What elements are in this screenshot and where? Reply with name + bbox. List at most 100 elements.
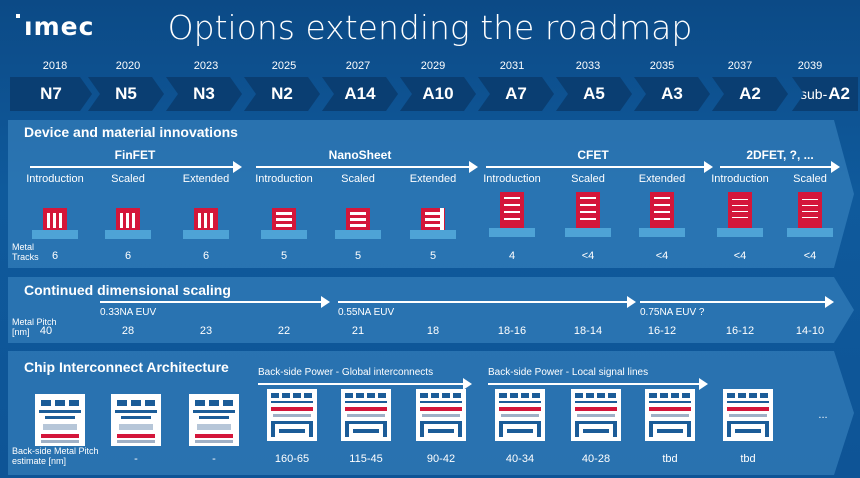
device-structure-svg: [565, 192, 611, 237]
interconnect-stack-svg: [341, 389, 391, 441]
device-group-label: FinFET: [114, 148, 156, 162]
metal-pitch-value: 18-14: [573, 325, 603, 337]
device-group-label: 2DFET, ?, ...: [746, 148, 814, 162]
year-label: 2025: [271, 60, 297, 72]
metal-pitch-value: 40: [39, 325, 53, 337]
bs-pitch-value: 90-42: [426, 453, 456, 465]
metal-track-value: 6: [51, 250, 59, 262]
device-structure-svg: [261, 208, 307, 239]
bs-pitch-value: 115-45: [349, 453, 383, 465]
node-label: N3: [193, 84, 215, 103]
device-structure-svg: [787, 192, 833, 237]
device-structure-svg: [410, 208, 456, 239]
interconnect-stack-icon: [35, 394, 85, 446]
metal-pitch-value: 21: [351, 325, 365, 337]
device-structure-svg: [105, 208, 151, 239]
interconnect-stack-svg: [267, 389, 317, 441]
interconnect-stack-icon: [723, 389, 773, 441]
page-title: Options extending the roadmap: [167, 8, 693, 47]
euv-arrow: [338, 296, 636, 308]
device-structure-icon: [333, 200, 383, 240]
metal-track-value: <4: [581, 250, 595, 262]
interconnect-panel-content: Chip Interconnect Architecture Back-side…: [8, 351, 854, 475]
interconnect-stack-svg: [111, 394, 161, 446]
device-group-label: CFET: [577, 148, 609, 162]
metal-track-value: <4: [733, 250, 747, 262]
device-structure-icon: [259, 200, 309, 240]
interconnect-stack-svg: [495, 389, 545, 441]
year-label: 2039: [797, 60, 823, 72]
interconnect-stack-svg: [416, 389, 466, 441]
interconnect-stack-icon: [189, 394, 239, 446]
node-N3: N3: [166, 77, 242, 111]
phase-label: Introduction: [26, 173, 84, 185]
node-label: A3: [661, 84, 683, 103]
year-label: 2029: [420, 60, 446, 72]
interconnect-stack-icon: [571, 389, 621, 441]
metal-track-value: <4: [655, 250, 669, 262]
device-structure-svg: [183, 208, 229, 239]
metal-track-value: 5: [429, 250, 437, 262]
device-structure-icon: [637, 190, 687, 237]
node-label: A14: [344, 84, 376, 103]
metal-track-value: 5: [354, 250, 362, 262]
group-arrow: [256, 161, 478, 173]
year-label: 2031: [499, 60, 525, 72]
phase-label: Extended: [409, 173, 457, 185]
node-A10: A10: [400, 77, 476, 111]
year-label: 2018: [42, 60, 68, 72]
bs-pitch-value: tbd: [740, 453, 756, 465]
bsp-label: Back-side Power - Global interconnects: [258, 367, 434, 378]
device-structure-icon: [408, 200, 458, 240]
imec-logo: ımec: [16, 12, 94, 41]
device-structure-icon: [30, 200, 80, 240]
metal-track-value: <4: [803, 250, 817, 262]
bs-pitch-value: 160-65: [274, 453, 310, 465]
metal-track-value: 6: [202, 250, 210, 262]
metal-pitch-value: 16-12: [647, 325, 677, 337]
scaling-panel-content: Continued dimensional scaling 0.33NA EUV…: [8, 277, 854, 343]
device-structure-icon: [487, 190, 537, 237]
euv-arrow: [100, 296, 330, 308]
metal-track-value: 6: [124, 250, 132, 262]
device-structure-icon: [181, 200, 231, 240]
interconnect-stack-icon: [111, 394, 161, 446]
bsp-label: Back-side Power - Local signal lines: [488, 367, 649, 378]
interconnect-stack-icon: [341, 389, 391, 441]
node-N5: N5: [88, 77, 164, 111]
node-label: A5: [583, 84, 605, 103]
device-title: Device and material innovations: [24, 124, 238, 140]
ellipsis: ...: [818, 409, 828, 421]
bs-pitch-value: 40-34: [505, 453, 535, 465]
node-label: A10: [422, 84, 454, 103]
year-label: 2035: [649, 60, 675, 72]
group-arrow: [30, 161, 242, 173]
interconnect-title: Chip Interconnect Architecture: [24, 359, 229, 375]
year-label: 2033: [575, 60, 601, 72]
metal-pitch-label: Metal Pitch: [12, 317, 57, 327]
interconnect-stack-svg: [35, 394, 85, 446]
metal-pitch-value: 18-16: [497, 325, 527, 337]
interconnect-stack-icon: [645, 389, 695, 441]
year-label: 2023: [193, 60, 219, 72]
metal-pitch-value: 14-10: [795, 325, 825, 337]
node-label: A7: [505, 84, 527, 103]
bs-metal-pitch-label-2: estimate [nm]: [12, 456, 67, 466]
node-prefix: sub-: [800, 86, 828, 102]
metal-tracks-label-2: Tracks: [12, 252, 39, 262]
bs-pitch-value: -: [212, 453, 216, 465]
group-arrow: [486, 161, 713, 173]
metal-pitch-value: 23: [199, 325, 213, 337]
device-structure-icon: [103, 200, 153, 240]
group-arrow: [720, 161, 840, 173]
phase-label: Scaled: [111, 173, 145, 185]
device-structure-svg: [717, 192, 763, 237]
interconnect-stack-icon: [267, 389, 317, 441]
phase-label: Extended: [182, 173, 230, 185]
metal-track-value: 5: [280, 250, 288, 262]
euv-label: 0.75NA EUV ?: [640, 307, 705, 318]
node-N2: N2: [244, 77, 320, 111]
bs-pitch-value: 40-28: [581, 453, 611, 465]
